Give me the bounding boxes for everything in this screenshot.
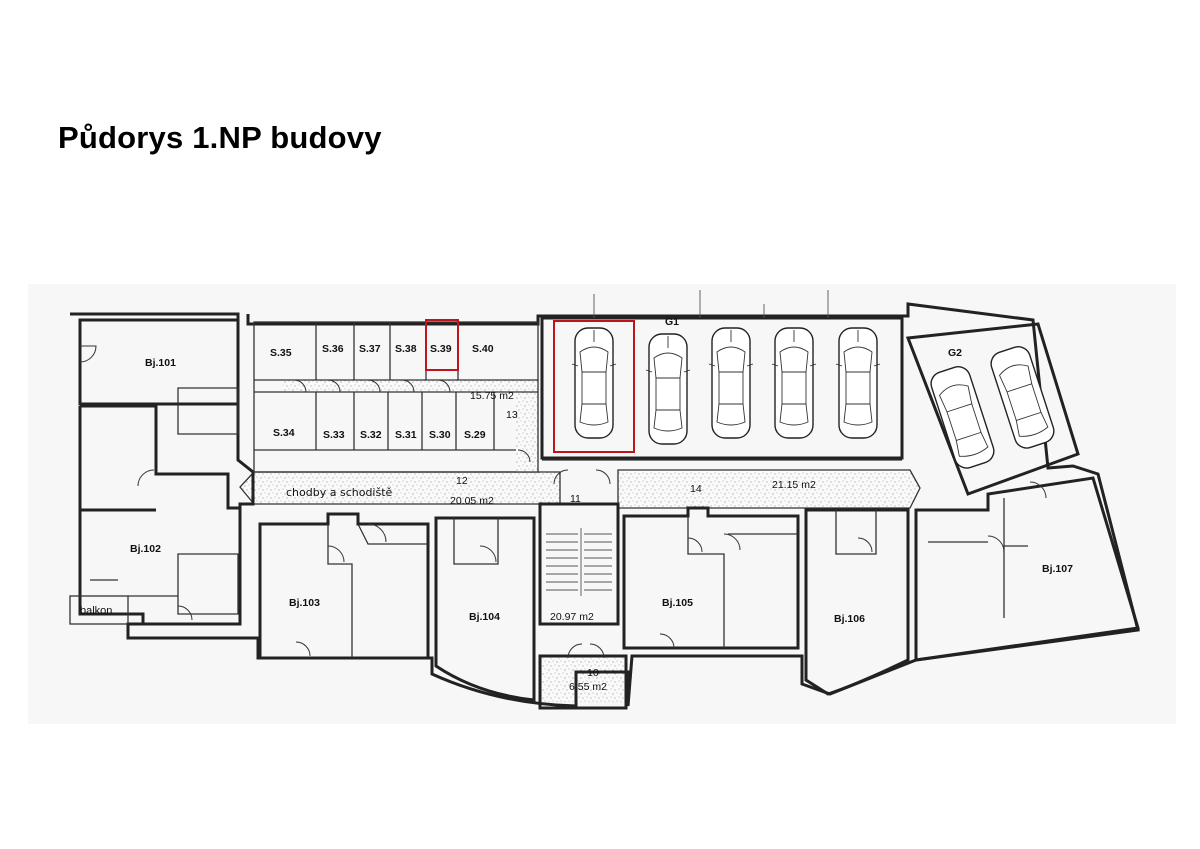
unit-label-bj101: Bj.101 xyxy=(145,357,176,369)
room-area-14: 21.15 m2 xyxy=(772,479,816,491)
garage-g2 xyxy=(905,322,1080,496)
stairwell xyxy=(538,469,628,710)
unit-label-bj106: Bj.106 xyxy=(834,613,865,625)
storage-label-s31: S.31 xyxy=(395,429,417,441)
room-number-12: 12 xyxy=(456,475,468,487)
unit-label-bj103: Bj.103 xyxy=(289,597,320,609)
balcony-label: balkon xyxy=(80,605,112,617)
storage-label-s36: S.36 xyxy=(322,343,344,355)
garage-label-g2: G2 xyxy=(948,347,962,359)
room-number-11: 11 xyxy=(570,493,581,505)
garage-label-g1: G1 xyxy=(665,316,679,328)
room-number-10: 10 xyxy=(587,667,599,679)
storage-label-s39: S.39 xyxy=(430,343,452,355)
room-area-12: 20.05 m2 xyxy=(450,495,494,507)
storage-label-s33: S.33 xyxy=(323,429,345,441)
car-icon xyxy=(835,327,881,439)
storage-label-s37: S.37 xyxy=(359,343,381,355)
room-area-13: 15.75 m2 xyxy=(470,390,514,402)
storage-s39-highlight xyxy=(425,319,459,371)
unit-label-bj102: Bj.102 xyxy=(130,543,161,555)
right-apartment xyxy=(914,476,1140,662)
car-icon xyxy=(645,333,691,445)
car-icon xyxy=(571,327,617,439)
unit-label-bj107: Bj.107 xyxy=(1042,563,1073,575)
garage-g1 xyxy=(540,290,904,461)
page-title: Půdorys 1.NP budovy xyxy=(58,120,382,155)
storage-label-s34: S.34 xyxy=(273,427,295,439)
room-number-14: 14 xyxy=(690,483,702,495)
corridor-fill xyxy=(239,380,921,702)
car-icon xyxy=(771,327,817,439)
car-icon xyxy=(987,342,1058,452)
corridor-label: chodby a schodiště xyxy=(286,486,393,499)
storage-label-s35: S.35 xyxy=(270,347,292,359)
unit-label-bj104: Bj.104 xyxy=(469,611,500,623)
room-number-13: 13 xyxy=(506,409,518,421)
middle-left-apartments xyxy=(258,512,536,702)
left-block-walls xyxy=(69,318,240,625)
storage-label-s29: S.29 xyxy=(464,429,486,441)
storage-walls xyxy=(253,319,539,473)
storage-label-s38: S.38 xyxy=(395,343,417,355)
floor-plan-drawing: Bj.101 Bj.102 balkon Bj.103 Bj.104 Bj.10… xyxy=(69,290,1140,710)
car-icon xyxy=(708,327,754,439)
room-area-11: 20.97 m2 xyxy=(550,611,594,623)
room-area-10: 6.55 m2 xyxy=(569,681,607,693)
storage-label-s30: S.30 xyxy=(429,429,451,441)
unit-label-bj105: Bj.105 xyxy=(662,597,693,609)
floor-plan: Bj.101 Bj.102 balkon Bj.103 Bj.104 Bj.10… xyxy=(28,284,1176,724)
parking-space-highlight xyxy=(553,320,635,453)
middle-right-apartments xyxy=(622,506,910,696)
storage-label-s40: S.40 xyxy=(472,343,494,355)
storage-label-s32: S.32 xyxy=(360,429,382,441)
